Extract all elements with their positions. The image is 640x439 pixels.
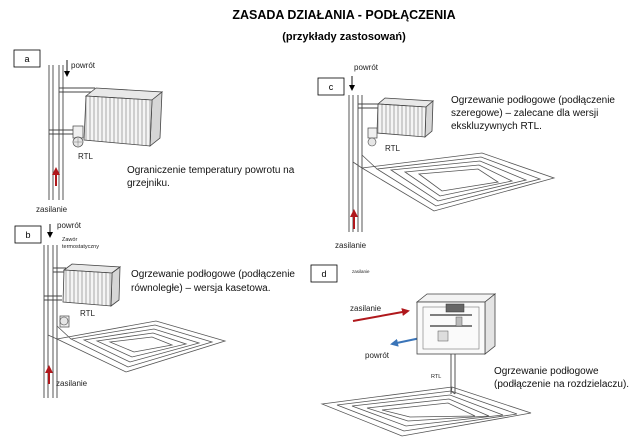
panel-b-desc-line-1: Ogrzewanie podłogowe (podłączenie <box>131 269 295 280</box>
panel-d: d zasilanie zasilanie powrót RTL <box>310 264 629 437</box>
panel-d-label: d <box>321 269 326 279</box>
panel-d-desc-line-1: Ogrzewanie podłogowe <box>494 366 599 377</box>
panel-b-valve-label-2: termostatyczny <box>62 244 99 250</box>
panel-d-box-note: zasilanie <box>352 269 370 274</box>
panel-b-supply-label: zasilanie <box>56 379 88 388</box>
panel-d-rtl-valve <box>437 330 449 342</box>
panel-c-desc-line-1: Ogrzewanie podłogowe (podłączenie <box>451 95 615 106</box>
panel-b-label-box <box>14 225 42 244</box>
panel-c-label-box <box>317 77 345 96</box>
panel-c-radiator <box>376 97 435 138</box>
panel-a-radiator <box>83 87 164 147</box>
panel-a-desc-line-2: grzejniku. <box>127 178 170 189</box>
panel-b-radiator <box>62 263 122 307</box>
panel-d-distributor-cabinet <box>415 293 497 355</box>
panel-b-rtl-label: RTL <box>80 309 96 318</box>
panel-c-desc-line-3: ekskluzywnych RTL. <box>451 121 542 132</box>
panel-c-label: c <box>329 82 334 92</box>
panel-b-return-label: powrót <box>57 221 82 230</box>
panel-d-desc-line-2: (podłączenie na rozdzielaczu). <box>494 379 629 390</box>
panel-b-label: b <box>25 230 30 240</box>
panel-a-return-label: powrót <box>71 61 96 70</box>
panel-d-return-label: powrót <box>365 351 390 360</box>
panel-b: b powrót Zawór termostatyczny RTL <box>14 221 295 398</box>
panel-a: a powrót RTL zasilanie Ograniczenie temp… <box>13 49 295 214</box>
panel-a-rtl-label: RTL <box>78 152 94 161</box>
panel-d-rtl-label: RTL <box>431 374 441 380</box>
panel-d-floor-coil <box>320 386 532 437</box>
panel-c-rtl-valve <box>367 127 378 147</box>
panel-c-supply-label: zasilanie <box>335 241 367 250</box>
panel-a-supply-label: zasilanie <box>36 205 68 214</box>
panel-b-valve-label-1: Zawór <box>62 237 77 243</box>
panel-b-desc-line-2: równoległe) – wersja kasetowa. <box>131 283 271 294</box>
panel-c-rtl-label: RTL <box>385 144 401 153</box>
panel-c-desc-line-2: szeregowe) – zalecane dla wersji <box>451 108 598 119</box>
page-subtitle: (przykłady zastosowań) <box>282 31 406 43</box>
panel-c-floor-coil <box>352 152 556 212</box>
page-title: ZASADA DZIAŁANIA - PODŁĄCZENIA <box>232 8 455 22</box>
panel-b-floor-coil <box>47 320 227 373</box>
panel-a-rtl-valve <box>72 125 84 148</box>
panel-a-label: a <box>24 54 29 64</box>
panel-a-label-box <box>13 49 41 68</box>
panel-c: c powrót RTL zasilanie Ogrzewanie po <box>317 63 615 250</box>
panel-c-return-label: powrót <box>354 63 379 72</box>
panel-b-rtl-valve <box>59 315 70 328</box>
panel-a-desc-line-1: Ograniczenie temperatury powrotu na <box>127 165 295 176</box>
panel-d-supply-arrow <box>352 308 410 322</box>
panel-d-label-box <box>310 264 338 283</box>
panel-d-supply-label: zasilanie <box>350 304 382 313</box>
